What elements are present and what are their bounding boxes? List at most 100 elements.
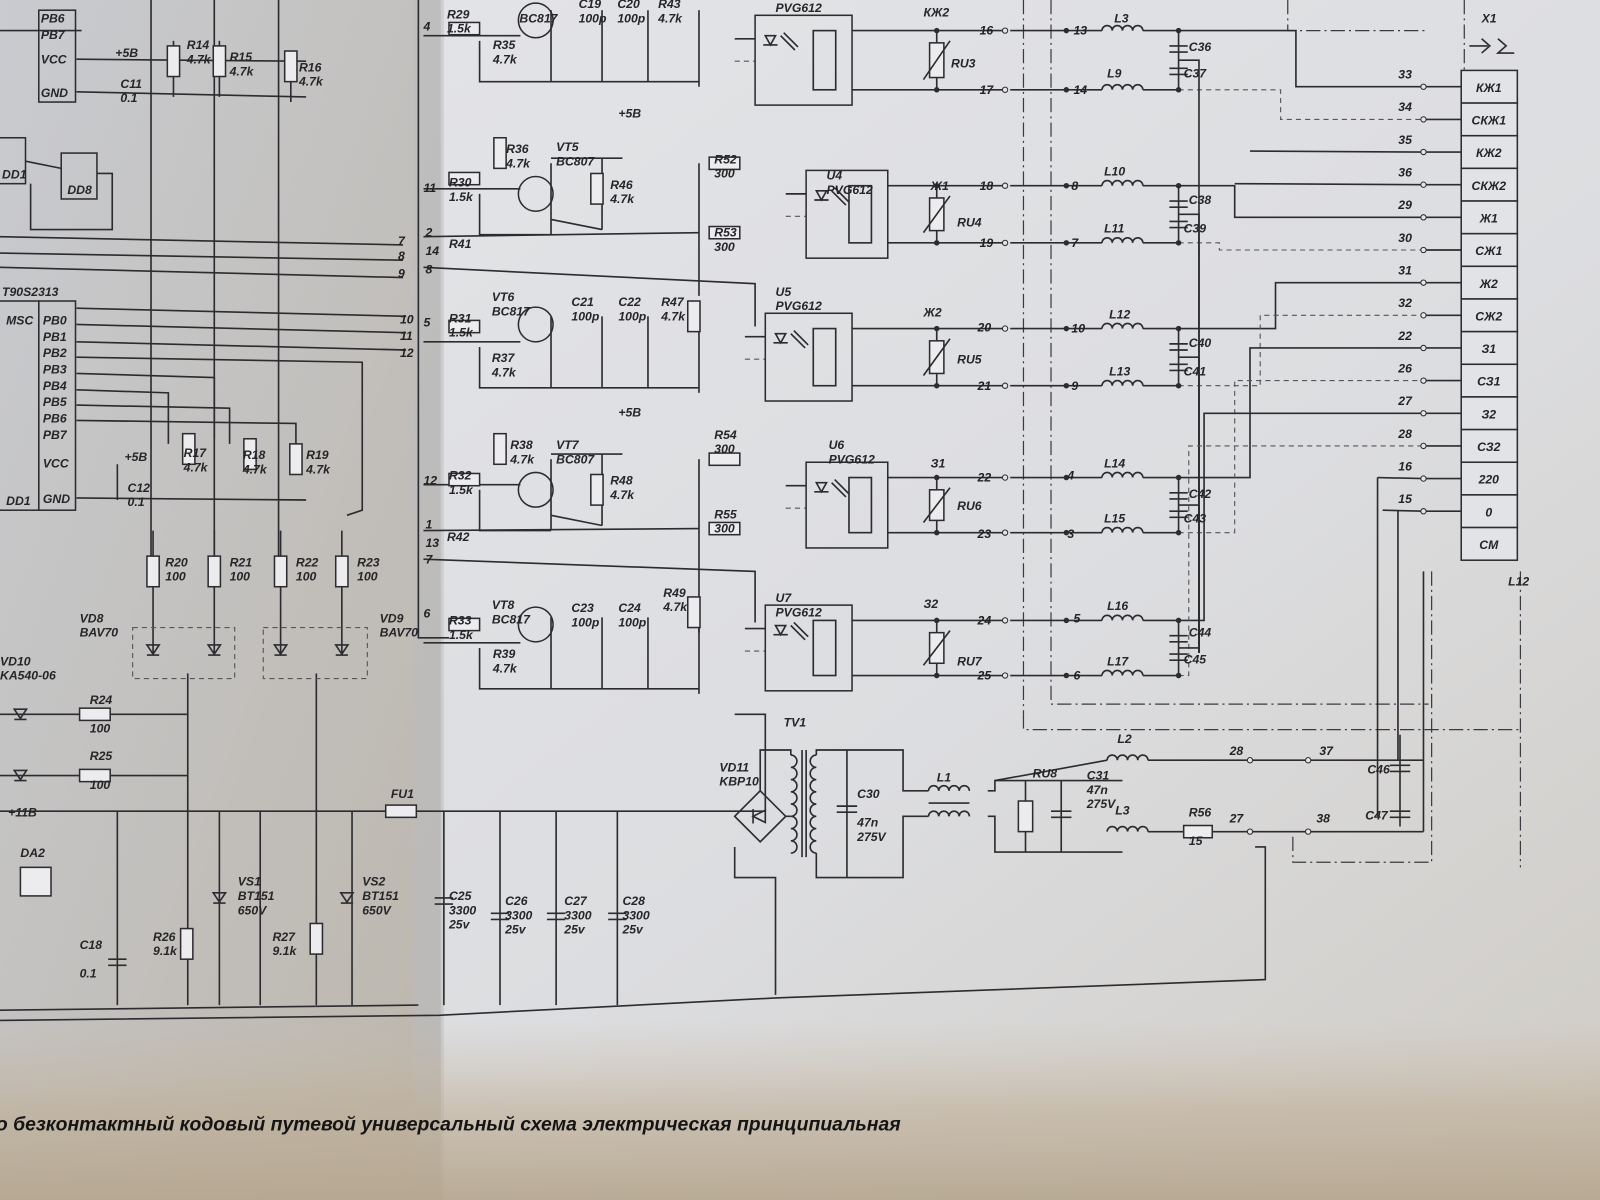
label-c28-1: 3300 — [622, 908, 649, 922]
resistor-r56 — [1182, 824, 1214, 839]
label-r56-0: R56 — [1189, 805, 1212, 819]
junction-dot — [1001, 239, 1009, 247]
junction-dot — [1001, 529, 1009, 536]
net-number: 37 — [1319, 744, 1334, 758]
label-vs1-0: VS1 — [238, 875, 261, 889]
label-vt5-0: VT5 — [556, 140, 579, 154]
net-number: 24 — [977, 613, 992, 627]
label-c28-0: C28 — [622, 894, 645, 908]
label-r54-1: 300 — [714, 442, 735, 456]
net-number: 8 — [1071, 179, 1078, 193]
label-l13-0: L13 — [1109, 365, 1130, 379]
label-u7-0: U7 — [776, 591, 793, 605]
label-r26-0: R26 — [153, 930, 176, 944]
net-number: 9 — [398, 267, 405, 281]
resistor — [708, 156, 741, 171]
resistor — [686, 596, 701, 629]
label-c12-0: C12 — [128, 481, 151, 495]
net-number: 23 — [977, 527, 992, 541]
wire — [76, 58, 307, 63]
label-r55-1: 300 — [714, 522, 735, 536]
wire — [76, 341, 407, 351]
label-u3-0: PVG612 — [776, 1, 822, 15]
wire — [1178, 412, 1424, 622]
label-ru7-0: RU7 — [957, 654, 983, 668]
wire — [1292, 571, 1433, 863]
label-l2-0: L2 — [1117, 732, 1131, 746]
gate-dd8 — [60, 152, 98, 200]
junction-dot — [1001, 325, 1009, 332]
net-number: 18 — [980, 179, 994, 193]
connector-cell — [1460, 396, 1519, 431]
wire — [76, 307, 407, 318]
wire — [1249, 150, 1424, 153]
label-l10-0: L10 — [1104, 165, 1125, 179]
led-icon — [814, 481, 829, 494]
microcontroller-dd1: T90S2313MSCDD1PB0PB1PB2PB3PB4PB5PB6PB7VC… — [0, 9, 98, 511]
wire — [733, 846, 777, 995]
junction-dot — [1175, 382, 1182, 389]
junction-dot — [933, 672, 940, 679]
label-vt6-1: BC817 — [492, 304, 531, 318]
junction-dot — [1063, 529, 1070, 536]
junction-dot — [1246, 757, 1254, 764]
label-r37-0: R37 — [492, 351, 516, 365]
junction-dot — [933, 617, 940, 624]
wire — [1377, 476, 1424, 480]
label-p5v_top-0: +5B — [115, 46, 138, 60]
net-number: 21 — [977, 379, 992, 393]
capacitor — [1169, 343, 1188, 351]
resistor — [448, 319, 481, 334]
junction-dot — [933, 325, 940, 332]
net-number: 17 — [980, 83, 995, 97]
label-c30-2: 47n — [856, 816, 878, 830]
wire — [29, 172, 114, 231]
led-icon — [814, 190, 829, 202]
label-c11-1: 0.1 — [120, 91, 137, 105]
connector-pin-number: 26 — [1397, 361, 1412, 375]
inductor — [1101, 322, 1144, 329]
net-number: 28 — [1229, 744, 1244, 758]
junction-dot — [1305, 757, 1312, 764]
connector-pin-number: 32 — [1398, 296, 1412, 310]
resistor — [448, 472, 481, 487]
label-c27-2: 25v — [563, 923, 586, 937]
label-c42-0: C42 — [1189, 487, 1212, 501]
connector-pin-label: СЖ2 — [1475, 309, 1502, 323]
label-ru4-0: RU4 — [957, 216, 982, 230]
junction-dot — [1175, 325, 1182, 332]
wire — [550, 218, 603, 231]
label-r56-2: 15 — [1189, 834, 1203, 848]
transistor-npn — [517, 306, 554, 343]
junction-dot — [1305, 828, 1312, 835]
junction-dot — [1420, 377, 1427, 384]
wire — [815, 749, 929, 792]
connector-pin-label: СМ — [1479, 538, 1499, 552]
connector-cell — [1460, 102, 1519, 137]
label-r46-1: 4.7k — [609, 192, 635, 206]
label-vt5-1: BC807 — [556, 154, 595, 168]
resistor — [708, 452, 741, 467]
label-c19-0: C19 — [579, 0, 602, 11]
capacitor — [1169, 200, 1188, 208]
capacitor — [490, 912, 510, 921]
diode-icon — [339, 892, 355, 904]
net-number: 38 — [1316, 811, 1330, 825]
capacitor — [1169, 634, 1188, 643]
mcu-pin-pb1: PB1 — [43, 330, 67, 344]
diode-icon — [12, 769, 29, 782]
label-r31-1: 1.5k — [449, 326, 474, 340]
net-number: 27 — [1229, 811, 1245, 825]
connector-pin-number: 22 — [1397, 329, 1412, 343]
label-r27-0: R27 — [272, 930, 296, 944]
junction-dot — [1420, 116, 1427, 123]
net-number: 22 — [977, 471, 992, 485]
wire — [1178, 29, 1424, 88]
label-c44-0: C44 — [1189, 626, 1212, 640]
label-c12-1: 0.1 — [128, 495, 145, 509]
junction-dot — [1420, 83, 1427, 90]
label-vd9-0: VD9 — [380, 611, 404, 625]
connector-pin-number: 35 — [1398, 133, 1412, 147]
label-r27-1: 9.1k — [272, 944, 297, 958]
resistor — [289, 443, 303, 476]
